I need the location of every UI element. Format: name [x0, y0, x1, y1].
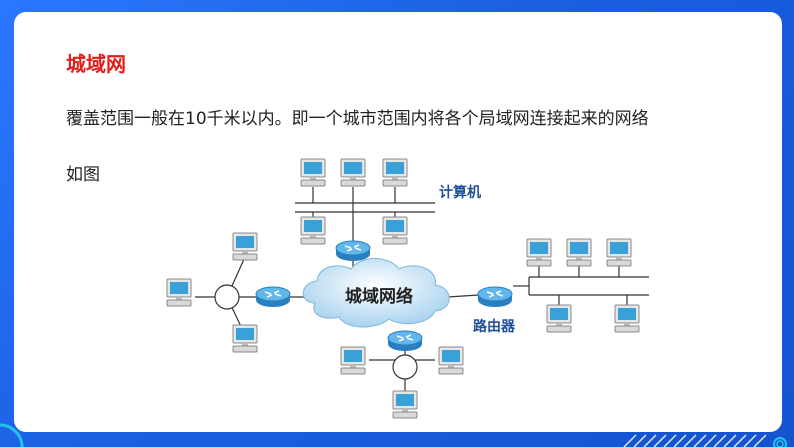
computer-icon [546, 304, 572, 333]
computer-icon [566, 238, 592, 267]
computer-icon [232, 324, 258, 353]
computer-icon [340, 346, 366, 375]
corner-decoration-right [623, 434, 787, 447]
computer-icon [300, 158, 326, 187]
computer-icon [166, 278, 192, 307]
router-icon [255, 286, 291, 308]
computer-icon [438, 346, 464, 375]
computer-icon [526, 238, 552, 267]
computer-icon [606, 238, 632, 267]
computer-icon [382, 216, 408, 245]
metro-network-cloud: 城域网络 [302, 258, 450, 328]
router-icon [335, 240, 371, 262]
computer-icon [340, 158, 366, 187]
man-network-diagram: 城域网络 [117, 145, 690, 432]
router-icon [477, 286, 513, 308]
cloud-label: 城域网络 [345, 286, 413, 307]
computer-icon [382, 158, 408, 187]
figure-caption: 如图 [66, 165, 100, 185]
router-label: 路由器 [473, 318, 516, 335]
slide-title: 城域网 [66, 52, 126, 76]
computer-icon [392, 390, 418, 419]
computer-icon [232, 232, 258, 261]
computer-label: 计算机 [439, 184, 481, 201]
computer-icon [300, 216, 326, 245]
router-icon [387, 330, 423, 352]
slide-content: 城域网 覆盖范围一般在10千米以内。即一个城市范围内将各个局域网连接起来的网络 … [14, 12, 782, 432]
computer-icon [614, 304, 640, 333]
description-text: 覆盖范围一般在10千米以内。即一个城市范围内将各个局域网连接起来的网络 [66, 109, 649, 129]
